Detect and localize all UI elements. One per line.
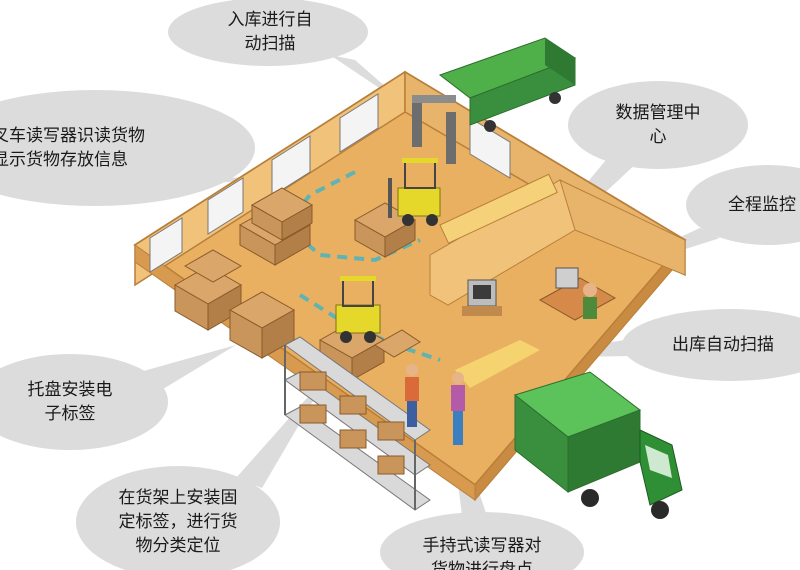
forklift-2 — [335, 276, 381, 343]
bubble-monitoring — [686, 165, 800, 245]
door-1 — [149, 217, 183, 273]
door-5 — [469, 117, 511, 179]
worker-1 — [405, 364, 419, 427]
roll-up-doors — [149, 93, 379, 273]
inbound-rfid-gate — [412, 95, 456, 164]
bubble-shelf-tag-tail — [236, 372, 330, 488]
cargo-stack-1 — [238, 187, 314, 266]
cargo-stack-4 — [228, 291, 296, 359]
door-3 — [271, 135, 311, 197]
bubble-forklift-reader — [0, 90, 255, 206]
bubble-handheld-reader — [380, 512, 584, 570]
cargo-stack-3 — [173, 249, 243, 331]
bubble-pallet-tag — [0, 354, 168, 450]
data-center-equipment — [439, 173, 558, 316]
bubble-pallet-tag-tail — [140, 345, 236, 392]
bubble-inbound-scan — [168, 0, 368, 66]
storage-shelf — [284, 336, 431, 511]
monitoring-room-wall — [559, 179, 686, 276]
operator-icon — [583, 283, 597, 297]
worker-2-handheld — [451, 372, 465, 445]
forklift-1 — [388, 158, 441, 226]
monitoring-desk — [538, 267, 617, 321]
bubble-data-center — [568, 81, 748, 169]
door-2 — [207, 177, 244, 235]
outbound-scan-beam — [455, 340, 540, 388]
cargo-stacks — [173, 187, 421, 381]
door-4 — [339, 93, 379, 153]
bubble-shelf-tag — [76, 466, 280, 570]
inbound-truck — [438, 37, 577, 132]
outbound-truck — [513, 371, 683, 519]
bubble-outbound-scan — [622, 309, 800, 381]
